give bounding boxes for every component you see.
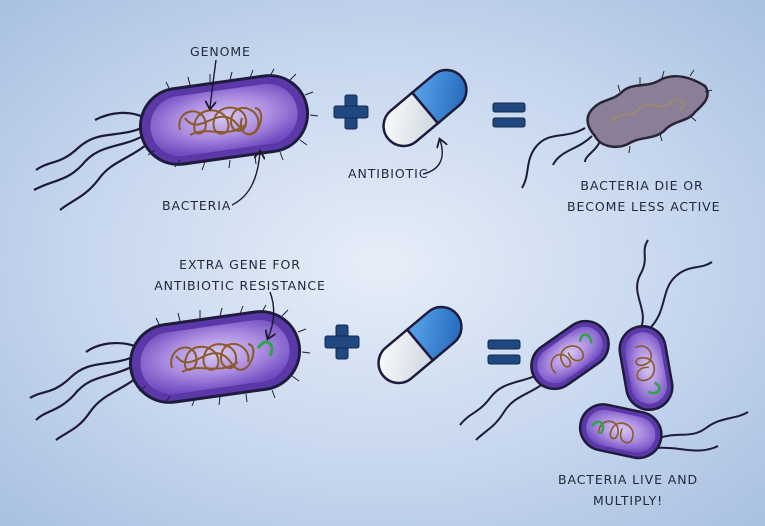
- dead-bacterium: [521, 69, 713, 189]
- label-genome: GENOME: [190, 44, 251, 59]
- cilia-top: [147, 68, 319, 171]
- label-extra-gene: EXTRA GENE FOR ANTIBIOTIC RESISTANCE: [140, 257, 340, 293]
- label-bacteria: BACTERIA: [162, 198, 232, 213]
- resistance-gene: [256, 340, 274, 357]
- label-extra-gene-line1: EXTRA GENE FOR: [179, 257, 301, 272]
- equals-icon: [487, 339, 521, 365]
- antibiotic-arrow: [422, 140, 442, 175]
- genome-arrow: [210, 59, 217, 108]
- plus-icon: [333, 94, 369, 130]
- label-result-bottom-line1: BACTERIA LIVE AND: [558, 472, 698, 487]
- bacterium-top: [138, 68, 319, 171]
- plus-icon: [324, 324, 360, 360]
- flagella-bottom: [29, 342, 147, 441]
- label-result-top-line1: BACTERIA DIE OR: [580, 178, 704, 193]
- bacteria-arrow: [231, 152, 260, 206]
- genome-top: [178, 106, 263, 136]
- equals-icon: [492, 102, 526, 128]
- label-result-top: BACTERIA DIE OR BECOME LESS ACTIVE: [567, 178, 721, 214]
- label-result-bottom: BACTERIA LIVE AND MULTIPLY!: [548, 472, 708, 508]
- label-extra-gene-line2: ANTIBIOTIC RESISTANCE: [154, 278, 326, 293]
- label-result-top-line2: BECOME LESS ACTIVE: [567, 199, 721, 214]
- bacteria-multiplied: [459, 239, 749, 460]
- capsule-icon: [377, 305, 463, 385]
- flagella-top: [33, 111, 156, 211]
- capsule-icon: [382, 68, 468, 148]
- label-antibiotic: ANTIBIOTIC: [348, 166, 429, 181]
- bacterium-resistant-bottom: [128, 304, 311, 407]
- extra-gene-arrow: [268, 291, 274, 338]
- label-result-bottom-line2: MULTIPLY!: [592, 493, 664, 508]
